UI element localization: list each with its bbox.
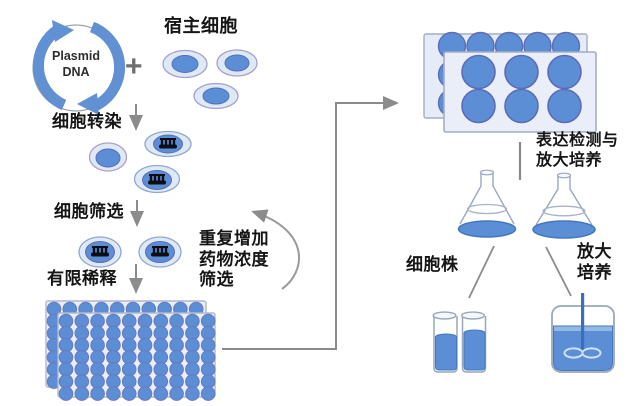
well-plate-96 [45,300,216,401]
cycle-arrow [251,209,300,290]
host-cells-icon [162,49,258,110]
flask-icon [532,172,596,239]
cryotube-icon [461,311,487,373]
selected-cells-icon [78,236,182,268]
plasmid-icon [32,20,126,115]
label-screening: 细胞筛选 [54,202,124,221]
label-cell-line: 细胞株 [406,255,459,274]
label-plasmid-dna: Plasmid DNA [52,49,100,79]
flow-connector-arrow [222,96,399,350]
plasmid-arrowhead-icon [52,20,74,42]
cryotube-icon [432,311,458,373]
label-transfection: 细胞转染 [52,112,122,131]
plasmid-arrowhead-icon [77,93,99,115]
transfected-cells-icon [88,130,192,194]
label-expression-detect: 表达检测与 放大培养 [536,132,619,169]
bioreactor-icon [551,293,615,373]
label-host-cells: 宿主细胞 [164,16,238,36]
plus-sign: + [125,50,144,83]
line-to-bioreactor [545,246,572,297]
label-scale-up: 放大 培养 [577,242,612,282]
impeller-icon [563,347,602,359]
stirrer-shaft-icon [581,293,585,355]
flask-icon [457,169,517,238]
label-repeat-selection: 重复增加 药物浓度 筛选 [199,229,269,290]
label-limiting-dilution: 有限稀释 [47,269,117,288]
well-plate-6 [423,31,597,133]
line-to-cryotubes [468,245,495,299]
